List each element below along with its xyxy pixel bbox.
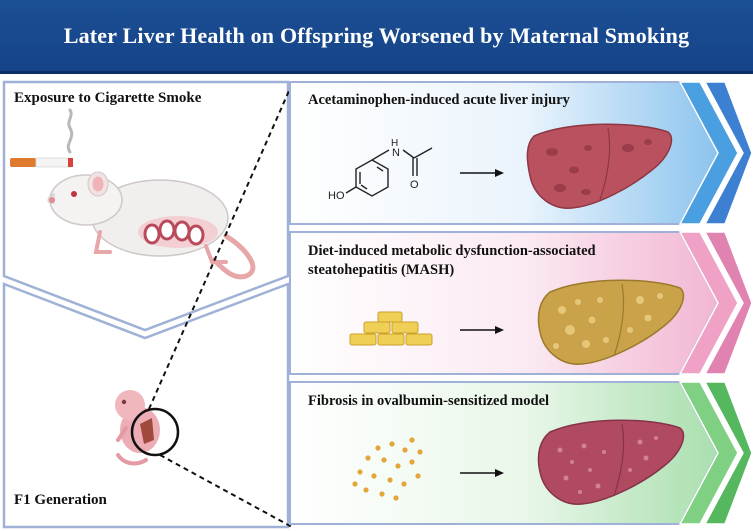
liver-injury-icon bbox=[526, 123, 673, 209]
generation-label: F1 Generation bbox=[14, 492, 107, 508]
acetaminophen-molecule bbox=[345, 147, 433, 197]
fetus-icon bbox=[115, 390, 160, 466]
atom-o: O bbox=[410, 179, 419, 191]
model-title-fibrosis: Fibrosis in ovalbumin-sensitized model bbox=[308, 393, 550, 409]
magnifier-circle bbox=[130, 407, 180, 457]
arrow-icon bbox=[460, 169, 504, 477]
liver-fibrosis-icon bbox=[537, 419, 685, 505]
atom-ho: HO bbox=[328, 190, 345, 202]
atom-n: N bbox=[392, 147, 400, 159]
model-title-mash-line2: steatohepatitis (MASH) bbox=[308, 262, 455, 278]
liver-fatty-icon bbox=[537, 279, 685, 365]
model-title-mash: Diet-induced metabolic dysfunction-assoc… bbox=[308, 243, 596, 259]
ovalbumin-icon bbox=[352, 437, 423, 501]
page-title: Later Liver Health on Offspring Worsened… bbox=[63, 22, 690, 48]
mouse-icon bbox=[47, 171, 256, 280]
generation-panel bbox=[2, 282, 290, 529]
atom-h: H bbox=[391, 138, 398, 149]
fat-diet-icon bbox=[349, 311, 433, 346]
cigarette-icon bbox=[10, 108, 74, 168]
model-title-acetaminophen: Acetaminophen-induced acute liver injury bbox=[308, 92, 570, 108]
title-banner: Later Liver Health on Offspring Worsened… bbox=[0, 0, 753, 74]
zoom-lines bbox=[148, 83, 293, 528]
exposure-label: Exposure to Cigarette Smoke bbox=[14, 90, 202, 106]
